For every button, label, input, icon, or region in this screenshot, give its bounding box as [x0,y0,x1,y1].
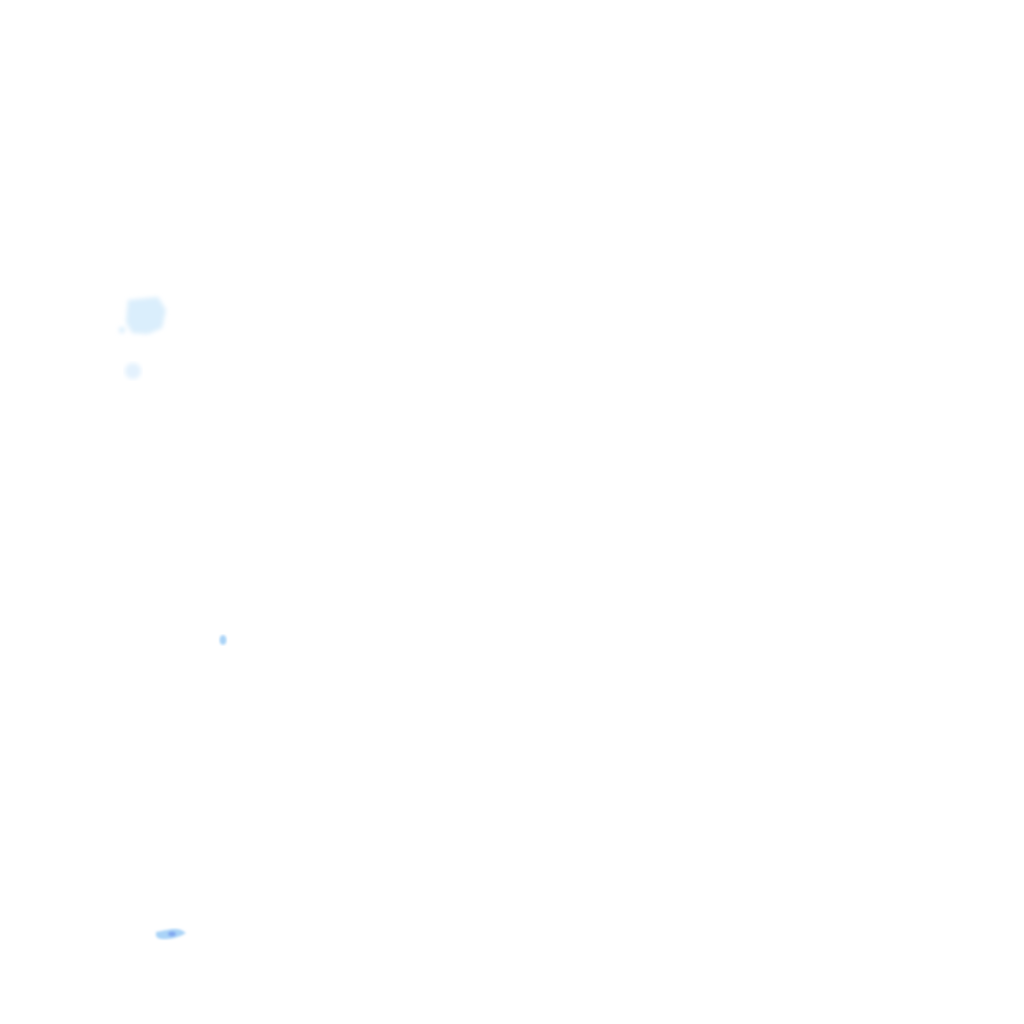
precip-area [125,363,141,379]
precip-area [219,635,227,645]
precip-cell-south [156,928,186,940]
precip-cell-center [219,635,227,645]
precip-cell-northwest [119,297,166,334]
precip-area [126,297,166,334]
precip-core [168,931,176,937]
precip-spot [119,327,125,333]
precip-cell-small [125,363,141,379]
